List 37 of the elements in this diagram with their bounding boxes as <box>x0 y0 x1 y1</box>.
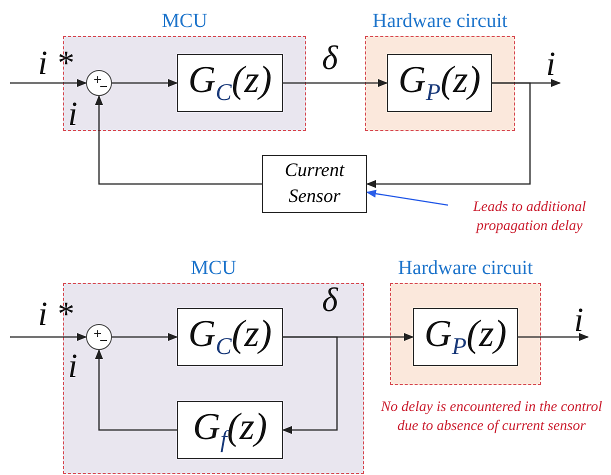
arrow <box>95 349 177 431</box>
arrow <box>366 82 531 188</box>
transfer-function-label: G$_{P}$(z) <box>398 61 481 105</box>
transfer-function-block <box>177 401 283 459</box>
annotation-text: Leads to additional propagation delay <box>472 198 587 236</box>
transfer-function-block <box>413 308 518 366</box>
transfer-function-block <box>387 54 492 112</box>
arrow <box>112 79 178 87</box>
transfer-function-label: G$_{f}$(z) <box>192 408 268 452</box>
transfer-function-block <box>177 308 283 366</box>
arrow <box>10 333 87 341</box>
arrow <box>518 333 589 341</box>
region-heading: MCU <box>160 10 208 33</box>
arrow <box>10 79 87 87</box>
edge-label: i * <box>38 47 73 81</box>
region-heading: Hardware circuit <box>397 257 534 280</box>
transfer-function-label: G$_{P}$(z) <box>424 315 507 359</box>
transfer-function-label: G$_{C}$(z) <box>188 315 272 359</box>
edge-label: i <box>546 48 556 82</box>
arrow <box>112 333 178 341</box>
edge-label: i <box>68 350 78 384</box>
arrow <box>283 79 388 87</box>
leader-arrow <box>366 190 448 206</box>
annotation-text: No delay is encountered in the control due to absence of current sensor <box>380 398 604 436</box>
edge-label: δ <box>322 284 338 318</box>
edge-label: δ <box>322 42 338 76</box>
sensor-label: Current Sensor <box>284 159 346 209</box>
edge-label: i <box>574 304 584 338</box>
region-heading: MCU <box>190 257 238 280</box>
sensor-block <box>262 155 367 213</box>
arrow <box>95 95 262 185</box>
transfer-function-block <box>177 54 283 112</box>
edge-label: i * <box>38 298 73 332</box>
transfer-function-label: G$_{C}$(z) <box>188 61 272 105</box>
region-heading: Hardware circuit <box>372 10 508 33</box>
arrow <box>282 336 338 434</box>
edge-label: i <box>68 98 78 132</box>
